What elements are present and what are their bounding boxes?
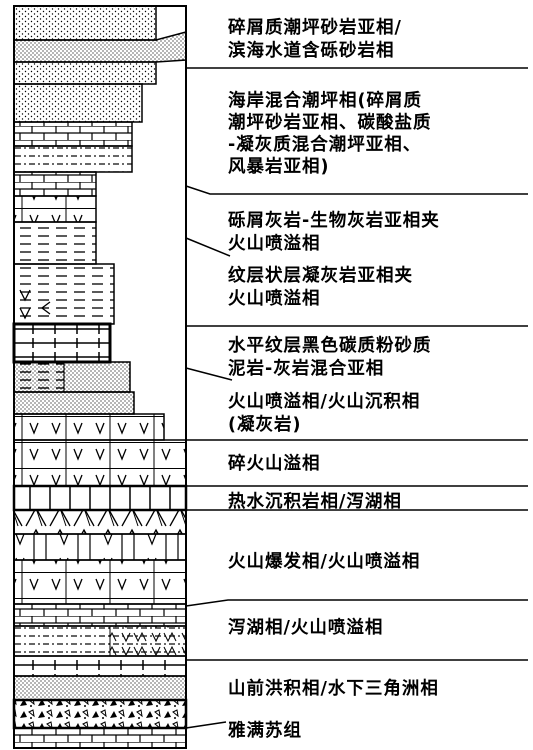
facies-label-line: 山前洪积相/水下三角洲相	[228, 679, 439, 699]
facies-label-line: 碎屑质潮坪砂岩亚相/	[228, 18, 402, 38]
layer-explosive-lava	[13, 559, 187, 605]
boundary-line-5	[185, 367, 233, 381]
facies-label-6: 火山喷溢相/火山沉积相 (凝灰岩)	[228, 391, 528, 437]
facies-label-line: 潮坪砂岩亚相、碳酸盐质	[228, 113, 432, 133]
layer-black-mudstone	[12, 322, 112, 364]
layer-mixed-sandstone-1	[13, 83, 143, 123]
facies-label-line: 火山喷溢相	[228, 234, 321, 254]
facies-label-line: 热水沉积岩相/泻湖相	[228, 492, 402, 512]
facies-label-line: 火山喷溢相	[228, 289, 321, 309]
layer-yamansu-base	[13, 727, 187, 749]
layer-volcanic-tuff-2	[13, 413, 165, 441]
facies-label-line: 碎火山溢相	[228, 454, 321, 474]
facies-label-8: 热水沉积岩相/泻湖相	[228, 491, 528, 514]
boundary-line-11	[185, 721, 227, 729]
facies-label-line: 纹层状层凝灰岩亚相夹	[228, 266, 413, 286]
layer-volcanic-tuff-1	[13, 391, 135, 415]
layer-volcanic-lava	[13, 439, 187, 487]
facies-label-5: 水平纹层黑色碳质粉砂质 泥岩-灰岩混合亚相	[228, 335, 528, 381]
layer-yamansu-breccia	[12, 698, 188, 730]
layer-delta	[13, 675, 187, 701]
facies-label-10: 泻湖相/火山喷溢相	[228, 617, 528, 640]
layer-explosive-breccia	[13, 509, 187, 535]
facies-label-line: 风暴岩亚相)	[228, 157, 330, 177]
layer-hydrothermal	[12, 484, 188, 512]
layer-limestone-volcanic	[13, 195, 97, 223]
layer-storm-rock	[13, 145, 133, 173]
facies-label-11: 山前洪积相/水下三角洲相	[228, 678, 528, 701]
layer-laminated-tuff	[13, 263, 115, 325]
layer-sandstone-upper	[13, 5, 157, 41]
layer-lagoon-1	[13, 603, 187, 627]
facies-label-line: 雅满苏组	[228, 721, 302, 741]
facies-label-line: 泥岩-灰岩混合亚相	[228, 359, 385, 379]
facies-label-line: (凝灰岩)	[228, 415, 302, 435]
facies-label-2: 海岸混合潮坪相(碎屑质 潮坪砂岩亚相、碳酸盐质 -凝灰质混合潮坪亚相、 风暴岩亚…	[228, 90, 528, 178]
facies-label-9: 火山爆发相/火山喷溢相	[228, 551, 528, 574]
layer-mixed-mudstone-dash	[13, 361, 65, 393]
facies-label-line: -凝灰质混合潮坪亚相、	[228, 135, 422, 155]
facies-label-line: 水平纹层黑色碳质粉砂质	[228, 336, 432, 356]
facies-label-7: 碎火山溢相	[228, 453, 528, 476]
facies-label-3: 砾屑灰岩-生物灰岩亚相夹 火山喷溢相	[228, 210, 528, 256]
facies-label-12: 雅满苏组	[228, 720, 528, 743]
facies-label-line: 海岸混合潮坪相(碎屑质	[228, 91, 422, 111]
boundary-line-2	[185, 185, 528, 195]
facies-label-line: 火山爆发相/火山喷溢相	[228, 552, 421, 572]
facies-label-line: 泻湖相/火山喷溢相	[228, 618, 384, 638]
layer-laminated-tuff-volcanic	[19, 289, 51, 320]
layer-carbonate-tuff	[13, 121, 133, 147]
facies-label-1: 碎屑质潮坪砂岩亚相/ 滨海水道含砾砂岩相	[228, 17, 528, 63]
layer-explosive-vertical	[13, 533, 187, 561]
boundary-line-3	[185, 237, 231, 257]
facies-label-line: 火山喷溢相/火山沉积相	[228, 392, 421, 412]
layer-limestone-dash	[13, 221, 97, 265]
layer-alluvial-fan	[13, 655, 187, 677]
facies-label-line: 砾屑灰岩-生物灰岩亚相夹	[228, 211, 440, 231]
facies-label-4: 纹层状层凝灰岩亚相夹 火山喷溢相	[228, 265, 528, 311]
layer-limestone-brick	[13, 171, 97, 197]
layer-lagoon-zig	[109, 625, 187, 657]
boundary-line-9	[185, 599, 528, 607]
facies-label-line: 滨海水道含砾砂岩相	[228, 41, 395, 61]
layer-sandstone-lower	[13, 61, 157, 85]
